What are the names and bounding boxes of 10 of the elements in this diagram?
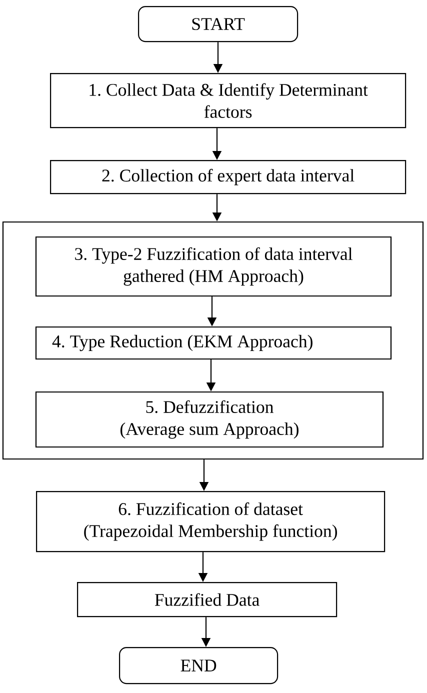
process-box: 3. Type-2 Fuzzification of data interval gathered (HM Approach) [35, 236, 392, 297]
process-box: 6. Fuzzification of dataset (Trapezoidal Membership function) [36, 491, 386, 552]
terminal-box: END [119, 647, 278, 684]
process-box: 2. Collection of expert data interval [50, 160, 406, 194]
terminal-box: START [138, 6, 298, 42]
process-box: 5. Defuzzification (Average sum Approach) [35, 391, 384, 448]
process-box: Fuzzified Data [77, 582, 338, 618]
group-frame [2, 221, 424, 460]
process-box: 1. Collect Data & Identify Determinant factors [50, 73, 406, 128]
process-box: 4. Type Reduction (EKM Approach) [35, 326, 392, 360]
